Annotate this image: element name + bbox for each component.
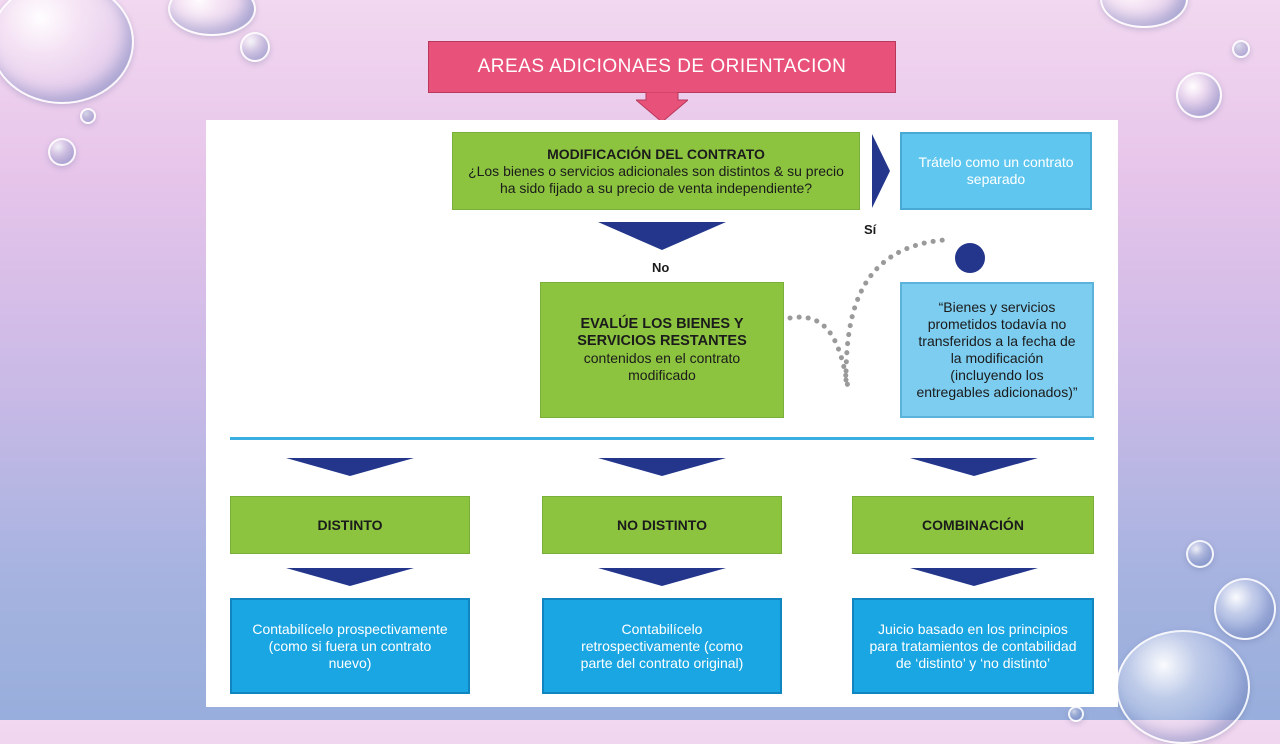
decorative-bubble xyxy=(80,108,96,124)
modification-question: ¿Los bienes o servicios adicionales son … xyxy=(468,162,844,196)
separate-contract-text: Trátelo como un contrato separado xyxy=(918,154,1074,187)
title-callout-arrow xyxy=(636,92,688,122)
evaluate-heading: EVALÚE LOS BIENES Y SERVICIOS RESTANTES xyxy=(577,316,747,349)
modification-heading: MODIFICACIÓN DEL CONTRATO xyxy=(547,145,765,162)
divider-line xyxy=(230,437,1094,440)
category-label: NO DISTINTO xyxy=(617,516,707,533)
result-combination: Juicio basado en los principios para tra… xyxy=(852,598,1094,694)
decorative-bubble xyxy=(1100,0,1188,28)
decorative-bubble xyxy=(1232,40,1250,58)
decorative-bubble xyxy=(168,0,256,36)
promised-goods-text: “Bienes y servicios prometidos todavía n… xyxy=(916,299,1078,400)
down-arrow-icon xyxy=(910,568,1038,586)
ball-icon xyxy=(955,243,985,273)
label-no: No xyxy=(652,260,670,275)
result-distinct: Contabilícelo prospectivamente (como si … xyxy=(230,598,470,694)
promised-goods-box: “Bienes y servicios prometidos todavía n… xyxy=(900,282,1094,418)
down-arrow-icon xyxy=(286,568,414,586)
category-not-distinct: NO DISTINTO xyxy=(542,496,782,554)
down-arrow-icon xyxy=(910,458,1038,476)
result-text: Contabilícelo retrospectivamente (como p… xyxy=(580,620,744,671)
down-arrow-icon xyxy=(598,568,726,586)
category-combination: COMBINACIÓN xyxy=(852,496,1094,554)
slide-title-text: AREAS ADICIONAES DE ORIENTACION xyxy=(477,56,847,77)
decorative-bubble xyxy=(0,0,134,104)
modification-box: MODIFICACIÓN DEL CONTRATO ¿Los bienes o … xyxy=(452,132,860,210)
flowchart-panel: MODIFICACIÓN DEL CONTRATO ¿Los bienes o … xyxy=(206,120,1118,707)
category-label: DISTINTO xyxy=(317,516,383,533)
category-label: COMBINACIÓN xyxy=(922,516,1024,533)
right-arrow-icon xyxy=(872,134,890,208)
decorative-bubble xyxy=(48,138,76,166)
decorative-bubble xyxy=(1214,578,1276,640)
down-arrow-icon xyxy=(286,458,414,476)
decorative-bubble xyxy=(1186,540,1214,568)
label-yes: Sí xyxy=(864,222,877,237)
result-text: Juicio basado en los principios para tra… xyxy=(869,620,1077,671)
evaluate-box: EVALÚE LOS BIENES Y SERVICIOS RESTANTES … xyxy=(540,282,784,418)
decorative-bubble xyxy=(1176,72,1222,118)
evaluate-text: contenidos en el contrato modificado xyxy=(583,350,741,383)
result-text: Contabilícelo prospectivamente (como si … xyxy=(252,620,448,671)
down-arrow-icon xyxy=(598,458,726,476)
category-distinct: DISTINTO xyxy=(230,496,470,554)
separate-contract-box: Trátelo como un contrato separado xyxy=(900,132,1092,210)
result-not-distinct: Contabilícelo retrospectivamente (como p… xyxy=(542,598,782,694)
decorative-bubble xyxy=(1116,630,1250,744)
down-arrow-icon xyxy=(598,222,726,250)
decorative-bubble xyxy=(240,32,270,62)
dotted-bounce-path xyxy=(787,237,985,388)
slide-title: AREAS ADICIONAES DE ORIENTACION xyxy=(428,41,896,93)
